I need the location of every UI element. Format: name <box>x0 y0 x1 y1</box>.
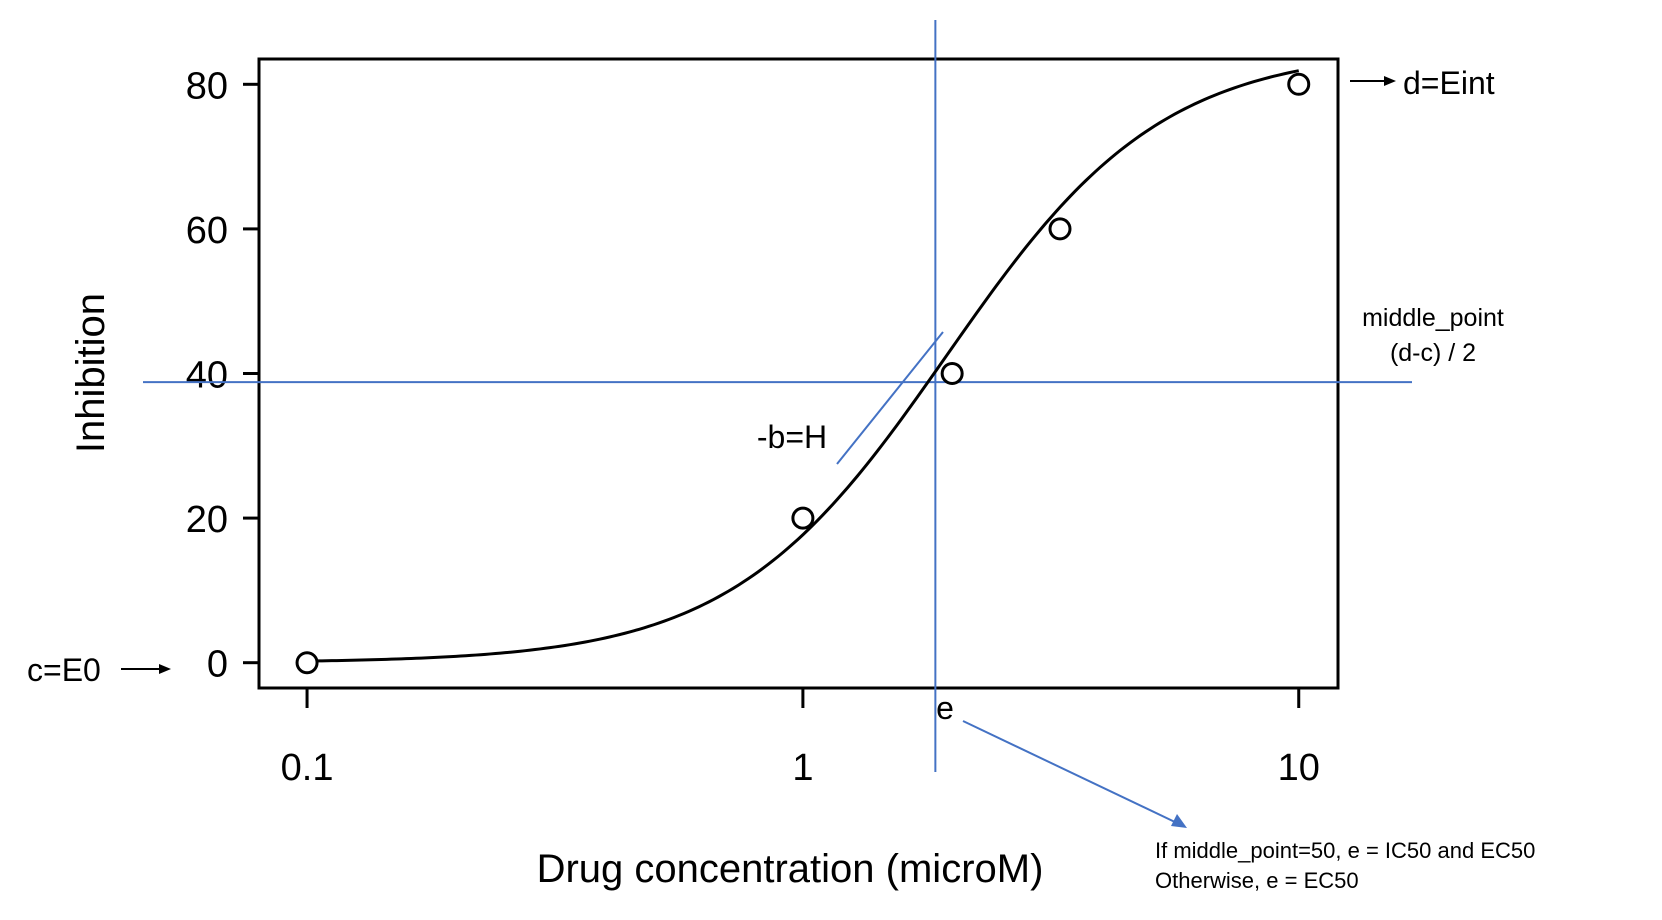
annotation-slope: -b=H <box>757 419 827 455</box>
y-tick-label: 80 <box>186 65 228 107</box>
y-axis-title: Inhibition <box>69 293 113 453</box>
annotation-d-eint: d=Eint <box>1403 65 1495 101</box>
x-tick-label: 10 <box>1278 747 1320 789</box>
annotation-note-line1: If middle_point=50, e = IC50 and EC50 <box>1155 838 1535 863</box>
data-point <box>1048 217 1072 241</box>
data-point <box>295 651 319 675</box>
data-point <box>1287 72 1311 96</box>
data-point <box>940 362 964 385</box>
x-axis-title: Drug concentration (microM) <box>537 847 1044 891</box>
annotation-middle-point: middle_point <box>1362 304 1504 332</box>
c-arrow-head <box>159 664 171 674</box>
data-points <box>295 72 1311 675</box>
y-tick-label: 20 <box>186 499 228 541</box>
y-tick-label: 0 <box>207 644 228 686</box>
data-point <box>791 506 815 530</box>
e-arrow-head <box>1171 814 1187 828</box>
y-tick-label: 40 <box>186 355 228 397</box>
fitted-curve <box>307 69 1300 663</box>
annotation-middle-formula: (d-c) / 2 <box>1390 339 1476 367</box>
x-axis: 0.1 1 10 <box>281 688 1320 789</box>
d-arrow-head <box>1384 76 1396 86</box>
x-tick-label: 1 <box>792 747 813 789</box>
annotation-note-line2: Otherwise, e = EC50 <box>1155 868 1359 893</box>
y-axis: 0 20 40 60 80 <box>186 65 259 686</box>
x-tick-label: 0.1 <box>281 747 334 789</box>
y-tick-label: 60 <box>186 210 228 252</box>
e-arrow-line <box>962 720 1178 824</box>
reference-lines <box>143 20 1412 772</box>
annotation-c-e0: c=E0 <box>27 652 101 688</box>
plot-frame <box>257 57 1340 690</box>
slope-line <box>836 331 944 465</box>
annotation-e: e <box>936 690 954 726</box>
